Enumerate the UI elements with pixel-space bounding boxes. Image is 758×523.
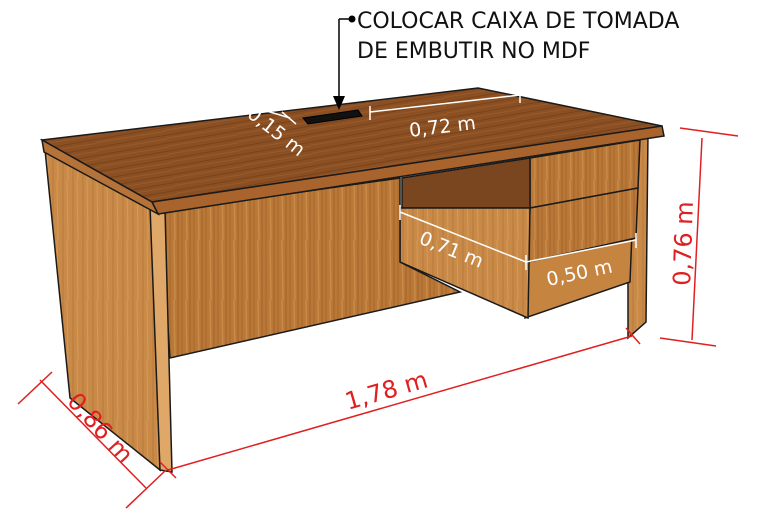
annotation-line-2: DE EMBUTIR NO MDF [357, 39, 590, 64]
annotation-leader [333, 15, 356, 110]
desk-top-left-edge [41, 138, 160, 216]
outlet-box [302, 109, 363, 125]
red-dimension-lines [17, 127, 739, 509]
dimension-height: 0,76 m [668, 201, 699, 286]
white-dimension-lines [249, 89, 637, 270]
dimension-length: 1,78 m [342, 366, 431, 416]
annotation-line-1: COLOCAR CAIXA DE TOMADA [357, 9, 679, 34]
